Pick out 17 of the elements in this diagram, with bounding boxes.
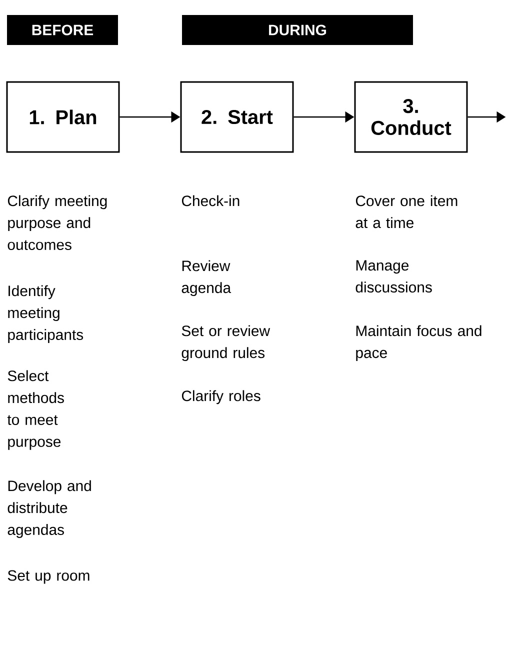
step-item: Clarify meeting purpose and outcomes [8, 195, 107, 250]
step-item: Manage discussions [356, 260, 432, 293]
step-item: Set or review ground rules [182, 325, 270, 362]
step-item: Select methods to meet purpose [7, 370, 64, 450]
step-item: Identify meeting participants [8, 285, 84, 343]
step-box: 3. Conduct [354, 81, 468, 153]
step-box: 2. Start [180, 81, 294, 153]
step-item: Clarify roles [182, 390, 260, 404]
header-band: BEFORE [7, 15, 118, 45]
step-box: 1. Plan [6, 81, 120, 153]
header-band: DURING [182, 15, 413, 45]
step-item: Maintain focus and pace [356, 325, 482, 362]
step-item: Cover one item at a time [356, 195, 458, 228]
step-item: Check-in [182, 195, 240, 206]
step-item: Set up room [8, 570, 90, 584]
step-item: Develop and distribute agendas [8, 480, 91, 538]
step-item: Review agenda [182, 260, 232, 296]
